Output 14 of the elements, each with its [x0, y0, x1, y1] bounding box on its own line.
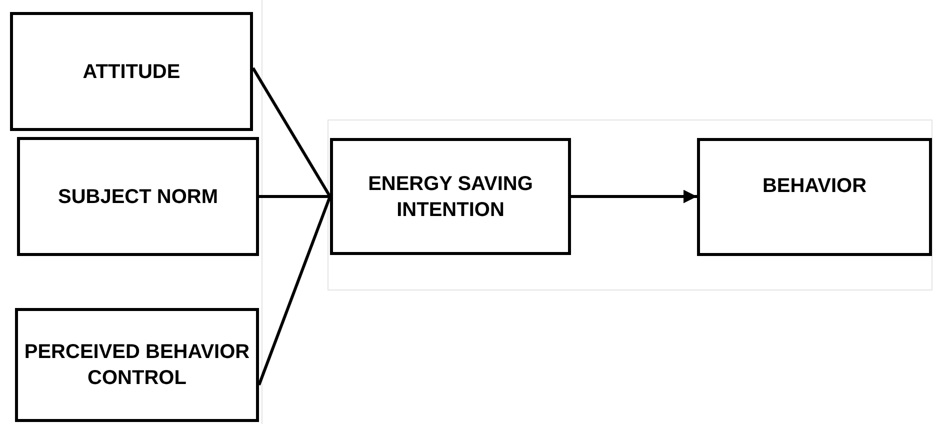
box-label: BEHAVIOR	[762, 174, 867, 199]
process-box	[15, 308, 259, 422]
box-label: PERCEIVED BEHAVIOR CONTROL	[23, 340, 251, 391]
arrow	[571, 190, 697, 204]
process-box	[697, 138, 932, 256]
connector-line	[259, 195, 330, 198]
process-box	[10, 12, 253, 131]
process-box	[17, 137, 259, 256]
box-label: ATTITUDE	[82, 60, 180, 84]
box-label: SUBJECT NORM	[58, 184, 218, 210]
connector-line	[252, 67, 332, 198]
box-label: ENERGY SAVING INTENTION	[367, 172, 534, 222]
connector-line	[258, 196, 332, 386]
process-box	[330, 138, 571, 255]
